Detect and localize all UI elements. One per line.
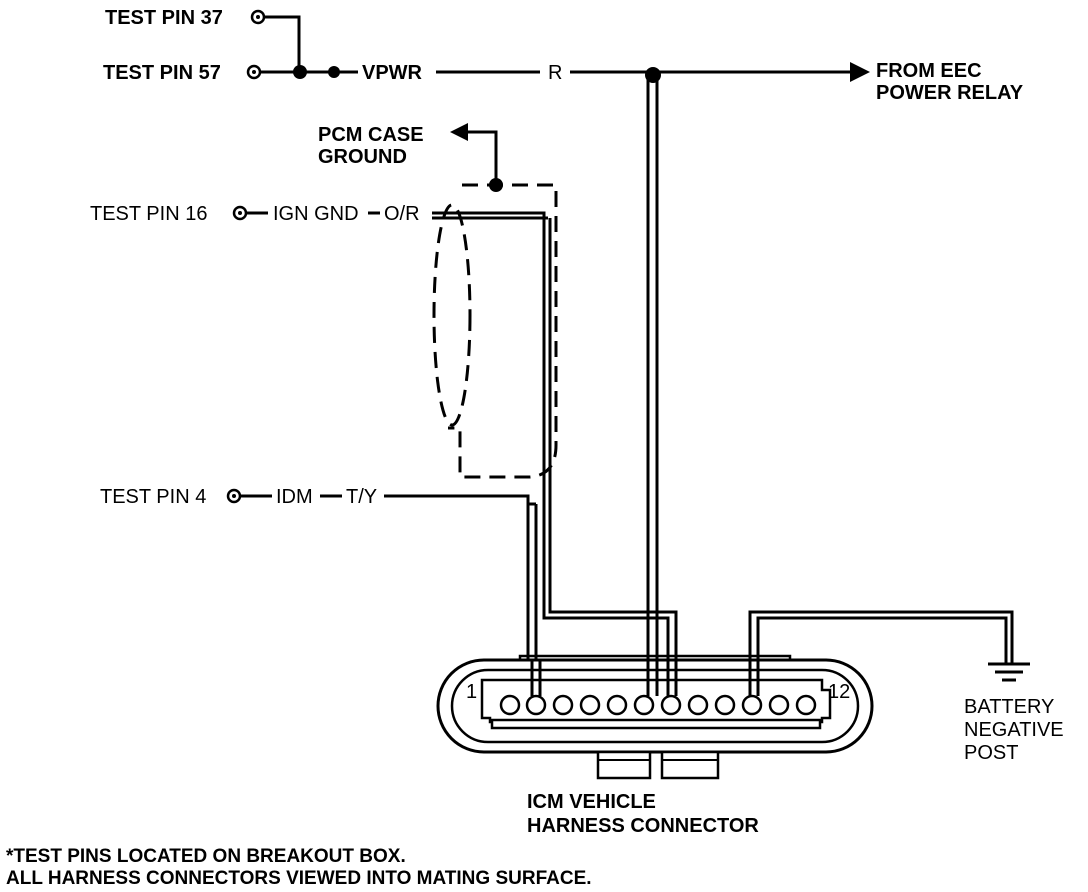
from-eec-label-line2: POWER RELAY <box>876 82 1024 104</box>
test-pin-37-wire <box>264 15 301 72</box>
connector-pin-12-label: 12 <box>828 681 850 703</box>
wire-color-o-r-label: O/R <box>384 203 420 225</box>
pcm-case-label-line1: PCM CASE <box>318 124 424 146</box>
vpwr-label: VPWR <box>362 62 423 84</box>
shield-dashed-ellipse <box>432 203 472 427</box>
footnote-line1: *TEST PINS LOCATED ON BREAKOUT BOX. <box>6 846 406 867</box>
connector-pin-5 <box>606 694 628 716</box>
icm-vehicle-harness-connector <box>436 654 874 780</box>
battery-label-line1: BATTERY <box>964 696 1054 718</box>
idm-label: IDM <box>276 486 313 508</box>
connector-pin-7 <box>660 694 682 716</box>
wire-color-t-y-label: T/Y <box>346 486 377 508</box>
test-pin-4-label: TEST PIN 4 <box>100 486 206 508</box>
battery-label-line3: POST <box>964 742 1018 764</box>
connector-pin-1 <box>499 694 521 716</box>
shield-dashed-outline <box>448 183 558 479</box>
footnote-line2: ALL HARNESS CONNECTORS VIEWED INTO MATIN… <box>6 868 592 889</box>
connector-pin-3 <box>552 694 574 716</box>
test-pin-37-label: TEST PIN 37 <box>105 7 223 29</box>
connector-pin-1-label: 1 <box>466 681 477 703</box>
test-pin-16-label: TEST PIN 16 <box>90 203 207 225</box>
battery-label-line2: NEGATIVE <box>964 719 1064 741</box>
ign-gnd-wire-outer <box>432 211 670 700</box>
connector-pin-8 <box>687 694 709 716</box>
arrow-left-icon <box>450 123 468 141</box>
connector-pin-10 <box>741 694 763 716</box>
splice-dot-pin37-57 <box>293 65 307 79</box>
splice-dot-vpwr <box>328 66 340 78</box>
test-pin-57-label: TEST PIN 57 <box>103 62 221 84</box>
arrow-right-icon <box>850 62 870 82</box>
ign-gnd-label: IGN GND <box>273 203 359 225</box>
connector-pin-4 <box>579 694 601 716</box>
connector-pin-11 <box>768 694 790 716</box>
wire-color-r-label: R <box>548 62 562 84</box>
connector-pin-9 <box>714 694 736 716</box>
connector-pin-6 <box>633 694 655 716</box>
idm-wire-outer <box>384 494 530 700</box>
from-eec-label-line1: FROM EEC <box>876 60 982 82</box>
connector-pin-12 <box>795 694 817 716</box>
icm-label-line2: HARNESS CONNECTOR <box>527 815 759 837</box>
pcm-case-ground-wire <box>466 130 498 184</box>
icm-label-line1: ICM VEHICLE <box>527 791 656 813</box>
connector-pin-2 <box>525 694 547 716</box>
pcm-case-label-line2: GROUND <box>318 146 407 168</box>
